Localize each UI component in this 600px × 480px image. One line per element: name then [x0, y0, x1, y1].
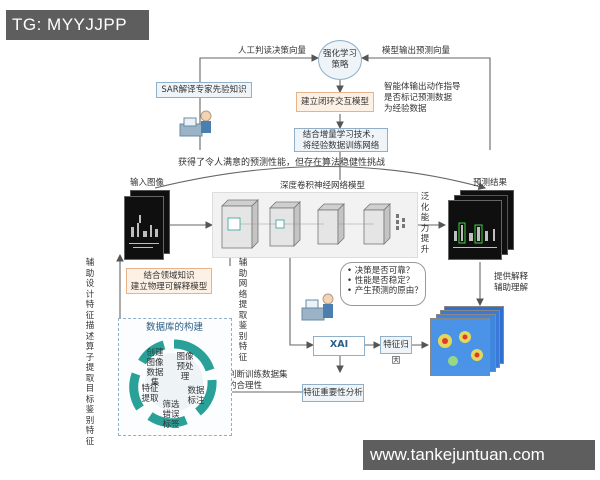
db-step-annotate: 数据标注 — [187, 386, 205, 406]
feature-attribution-box: 特征归因 — [380, 336, 412, 366]
question-item: • 决策是否可靠？ — [347, 266, 415, 276]
database-title: 数据库的构建 — [146, 322, 204, 333]
input-sar-image — [124, 190, 170, 260]
question-item: • 性能是否稳定？ — [347, 276, 415, 286]
feature-importance-box: 特征重要性分析 — [302, 384, 364, 402]
model-output-vector-label: 模型输出预测向量 — [382, 46, 451, 56]
questions-bubble: • 决策是否可靠？ • 性能是否稳定？ • 产生预测的原由？ — [340, 262, 426, 306]
challenge-text: 获得了令人满意的预测性能，但存在算法稳健性挑战 — [178, 158, 386, 168]
db-step-filter: 筛选错误标签 — [162, 400, 180, 430]
expert-person-icon — [179, 110, 212, 137]
input-image-label: 输入图像 — [130, 178, 165, 188]
prediction-result-image — [448, 190, 518, 262]
incremental-learning-box: 结合增量学习技术， 将经验数据训练网络 — [294, 128, 388, 152]
assist-features-text: 辅助网络提取鉴别特征 — [238, 258, 248, 363]
db-step-feature: 特征提取 — [141, 384, 159, 404]
closed-loop-model-box: 建立闭环交互模型 — [296, 92, 374, 112]
left-vertical-text: 辅助设计特征描述算子提取目标鉴别特征 — [85, 258, 95, 447]
dataset-judgement-text: 判断训练数据集 的合理性 — [228, 370, 288, 391]
watermark-top-left: TG: MYYJJPP — [6, 10, 149, 40]
human-decision-vector-label: 人工判读决策向量 — [238, 46, 307, 56]
db-step-preprocess: 图像预处理 — [176, 352, 194, 382]
question-item: • 产生预测的原由？ — [347, 286, 423, 296]
provide-explanation-text: 提供解释 辅助理解 — [494, 272, 529, 293]
expert-knowledge-box: SAR解译专家先验知识 — [156, 82, 252, 98]
cnn-model-label: 深度卷积神经网络模型 — [280, 181, 366, 191]
analyst-person-icon — [301, 293, 334, 321]
prediction-result-label: 预测结果 — [473, 178, 508, 188]
agent-guidance-text: 智能体输出动作指导 是否标记预测数据 为经验数据 — [384, 82, 461, 114]
database-cycle-diagram — [129, 339, 217, 428]
db-step-create: 创建图像数据集 — [146, 348, 164, 388]
xai-node: XAI — [313, 336, 365, 356]
rl-policy-node: 强化学习 策略 — [318, 40, 362, 80]
watermark-bottom-right: www.tankejuntuan.com — [363, 440, 595, 470]
domain-knowledge-box: 结合领域知识 建立物理可解释模型 — [126, 268, 212, 294]
cnn-layers-diagram — [221, 199, 405, 249]
feature-heatmap-stack — [430, 306, 510, 378]
generalization-text: 泛化能力提升 — [420, 192, 430, 255]
